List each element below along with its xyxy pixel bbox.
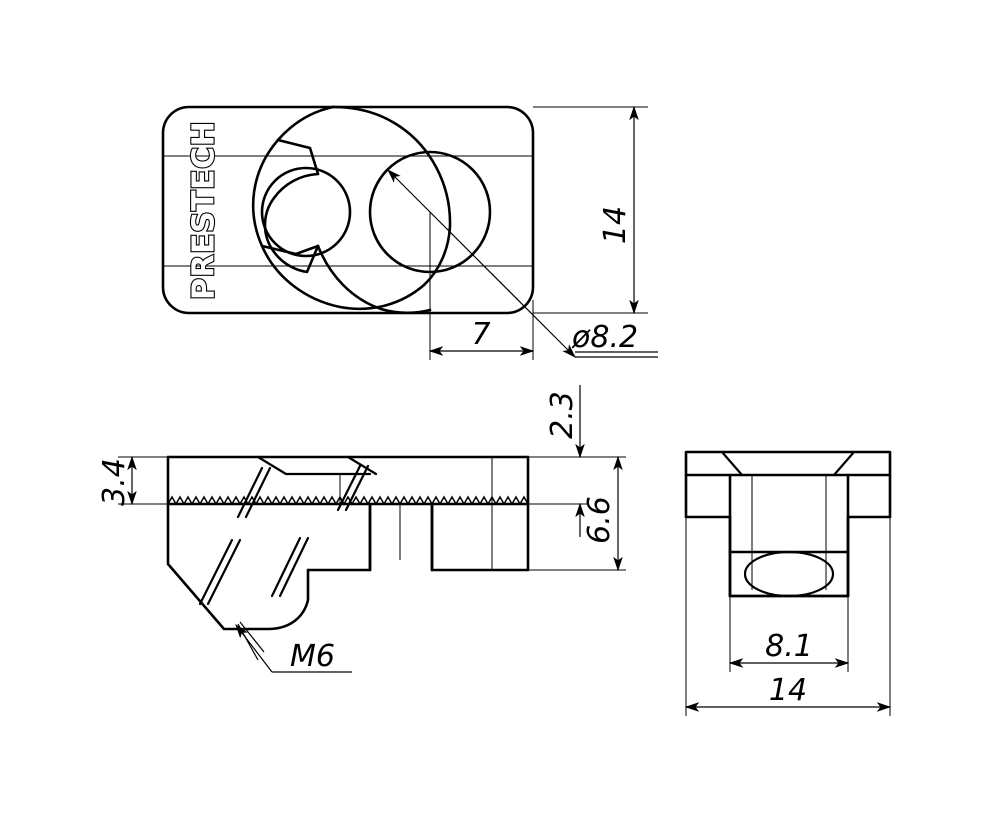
front-view-right-block-2 (430, 455, 530, 572)
brand-logo-text: PRESTECH (187, 121, 222, 300)
top-view-notch-upper (276, 138, 320, 176)
top-view-small-bore (260, 166, 352, 258)
side-view-chamfer-left (720, 450, 744, 477)
dim-dia-8-2-label: ø8.2 (571, 320, 638, 355)
dim-6-6: 6.6 (432, 455, 626, 572)
side-view-outline (684, 450, 892, 598)
dim-8-1-label: 8.1 (765, 629, 813, 664)
side-view-group: 8.1 14 (684, 450, 892, 716)
rib-line-1 (236, 466, 264, 519)
front-view-chamfer-left (256, 455, 372, 476)
dim-14-side-label: 14 (769, 673, 807, 708)
dim-3-4: 3.4 (97, 455, 168, 506)
dim-7-top-view: 7 (428, 212, 535, 360)
lower-rib-3 (270, 536, 302, 598)
dim-8-1: 8.1 (728, 596, 850, 672)
m6-leader-line (235, 624, 273, 673)
dim-14-side-view: 14 (684, 517, 892, 716)
dim-dia-leader-line (387, 169, 576, 358)
dim-6-6-label: 6.6 (582, 496, 617, 544)
front-view-right-block (306, 502, 372, 572)
side-view-chamfer-right (832, 450, 856, 477)
note-m6-label: M6 (290, 639, 335, 674)
front-view-chamfer-right (346, 455, 378, 476)
rib-line-3 (336, 464, 362, 512)
dim-7-label: 7 (471, 317, 490, 352)
lower-rib-1 (198, 538, 234, 606)
front-view-lower-rib-lines (198, 536, 310, 606)
dim-2-3-label: 2.3 (545, 391, 580, 439)
dim-14-label: 14 (598, 206, 633, 244)
front-section-view-group: 3.4 2.3 6.6 M6 (97, 385, 626, 674)
front-view-rib-lines (236, 464, 370, 519)
dim-3-4-label: 3.4 (97, 458, 132, 506)
lower-rib-2 (206, 538, 242, 606)
thread-zigzag-profile (167, 495, 529, 506)
dim-2-3: 2.3 (545, 385, 585, 459)
m6-leader-barb-b (239, 621, 265, 653)
top-view-channel-inner (263, 172, 320, 274)
top-view-group: PRESTECH 14 7 ø8.2 (161, 105, 658, 360)
rib-line-2 (244, 466, 272, 519)
lower-rib-4 (278, 536, 310, 598)
note-m6: M6 (235, 621, 352, 674)
rib-line-4 (344, 464, 370, 512)
brand-logo-group: PRESTECH (185, 120, 222, 301)
dim-14-top-view: 14 (533, 105, 648, 315)
dim-dia-8-2: ø8.2 (387, 169, 658, 358)
m6-leader-barb-a (237, 623, 259, 661)
side-view-bore-ellipse (743, 550, 835, 598)
top-view-hook-bottom-sweep (316, 244, 432, 315)
